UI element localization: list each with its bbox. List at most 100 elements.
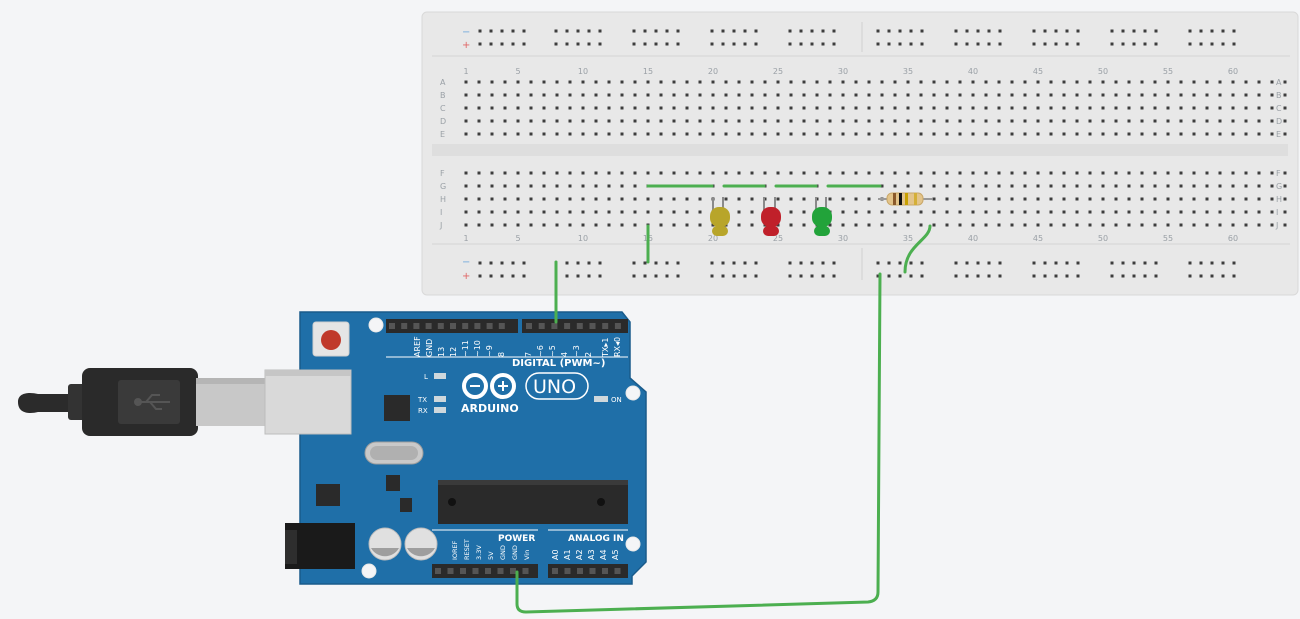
breadboard-hole[interactable] xyxy=(1049,106,1053,110)
header-pin[interactable] xyxy=(552,568,558,574)
breadboard-hole[interactable] xyxy=(1075,171,1079,175)
breadboard-hole[interactable] xyxy=(516,93,520,97)
breadboard-hole[interactable] xyxy=(542,197,546,201)
rail-hole[interactable] xyxy=(489,274,493,278)
breadboard-hole[interactable] xyxy=(1153,171,1157,175)
breadboard-hole[interactable] xyxy=(724,132,728,136)
breadboard-hole[interactable] xyxy=(1153,119,1157,123)
breadboard-hole[interactable] xyxy=(529,80,533,84)
breadboard-hole[interactable] xyxy=(880,93,884,97)
breadboard-hole[interactable] xyxy=(1088,223,1092,227)
rail-hole[interactable] xyxy=(511,29,515,33)
rail-hole[interactable] xyxy=(1221,274,1225,278)
breadboard-hole[interactable] xyxy=(1140,223,1144,227)
breadboard-hole[interactable] xyxy=(542,171,546,175)
breadboard-hole[interactable] xyxy=(776,132,780,136)
breadboard-hole[interactable] xyxy=(581,93,585,97)
header-pin[interactable] xyxy=(497,568,504,574)
breadboard-hole[interactable] xyxy=(984,197,988,201)
breadboard-hole[interactable] xyxy=(1010,184,1014,188)
breadboard-hole[interactable] xyxy=(633,132,637,136)
breadboard-hole[interactable] xyxy=(568,132,572,136)
breadboard-hole[interactable] xyxy=(1088,210,1092,214)
rail-hole[interactable] xyxy=(1221,29,1225,33)
breadboard-hole[interactable] xyxy=(1205,171,1209,175)
wire-gnd-to-rail[interactable] xyxy=(515,272,882,614)
breadboard-hole[interactable] xyxy=(867,119,871,123)
breadboard-hole[interactable] xyxy=(1231,171,1235,175)
breadboard-hole[interactable] xyxy=(477,197,481,201)
breadboard-hole[interactable] xyxy=(724,197,728,201)
breadboard-hole[interactable] xyxy=(1270,119,1274,123)
rail-hole[interactable] xyxy=(876,42,880,46)
breadboard-hole[interactable] xyxy=(685,93,689,97)
breadboard-hole[interactable] xyxy=(1075,106,1079,110)
breadboard-hole[interactable] xyxy=(698,93,702,97)
breadboard-hole[interactable] xyxy=(646,80,650,84)
rail-hole[interactable] xyxy=(810,261,814,265)
breadboard-hole[interactable] xyxy=(932,184,936,188)
rail-hole[interactable] xyxy=(1154,274,1158,278)
breadboard-hole[interactable] xyxy=(1179,132,1183,136)
rail-hole[interactable] xyxy=(898,274,902,278)
header-pin[interactable] xyxy=(498,323,505,329)
breadboard-hole[interactable] xyxy=(1283,210,1287,214)
breadboard-hole[interactable] xyxy=(529,171,533,175)
rail-hole[interactable] xyxy=(478,274,482,278)
header-pin[interactable] xyxy=(577,568,583,574)
breadboard-hole[interactable] xyxy=(672,93,676,97)
breadboard-hole[interactable] xyxy=(867,210,871,214)
breadboard-hole[interactable] xyxy=(503,223,507,227)
rail-hole[interactable] xyxy=(965,29,969,33)
breadboard-hole[interactable] xyxy=(1088,93,1092,97)
breadboard-hole[interactable] xyxy=(737,223,741,227)
breadboard-hole[interactable] xyxy=(529,184,533,188)
breadboard-hole[interactable] xyxy=(568,184,572,188)
rail-hole[interactable] xyxy=(1188,274,1192,278)
breadboard-hole[interactable] xyxy=(1205,184,1209,188)
rail-hole[interactable] xyxy=(522,29,526,33)
breadboard-hole[interactable] xyxy=(1205,210,1209,214)
breadboard-hole[interactable] xyxy=(737,210,741,214)
breadboard-hole[interactable] xyxy=(1218,223,1222,227)
breadboard-hole[interactable] xyxy=(802,210,806,214)
breadboard-hole[interactable] xyxy=(763,80,767,84)
breadboard-hole[interactable] xyxy=(750,119,754,123)
rail-hole[interactable] xyxy=(1210,274,1214,278)
breadboard-hole[interactable] xyxy=(1231,132,1235,136)
rail-hole[interactable] xyxy=(965,274,969,278)
breadboard-hole[interactable] xyxy=(581,106,585,110)
breadboard-hole[interactable] xyxy=(997,171,1001,175)
breadboard-hole[interactable] xyxy=(776,171,780,175)
rail-hole[interactable] xyxy=(554,42,558,46)
breadboard-hole[interactable] xyxy=(1192,119,1196,123)
breadboard-hole[interactable] xyxy=(646,106,650,110)
breadboard-hole[interactable] xyxy=(893,132,897,136)
breadboard-hole[interactable] xyxy=(581,184,585,188)
rail-hole[interactable] xyxy=(799,42,803,46)
led-red[interactable] xyxy=(761,197,781,236)
rail-hole[interactable] xyxy=(665,261,669,265)
rail-hole[interactable] xyxy=(710,261,714,265)
breadboard-hole[interactable] xyxy=(1010,106,1014,110)
rail-hole[interactable] xyxy=(1032,274,1036,278)
breadboard-hole[interactable] xyxy=(945,93,949,97)
breadboard-hole[interactable] xyxy=(568,119,572,123)
rail-hole[interactable] xyxy=(1121,29,1125,33)
breadboard-hole[interactable] xyxy=(1114,132,1118,136)
breadboard-hole[interactable] xyxy=(1166,171,1170,175)
breadboard-hole[interactable] xyxy=(711,93,715,97)
breadboard-hole[interactable] xyxy=(841,210,845,214)
breadboard-hole[interactable] xyxy=(1270,223,1274,227)
rail-hole[interactable] xyxy=(876,29,880,33)
rail-hole[interactable] xyxy=(987,42,991,46)
rail-hole[interactable] xyxy=(598,42,602,46)
breadboard-hole[interactable] xyxy=(880,80,884,84)
breadboard-hole[interactable] xyxy=(1114,106,1118,110)
breadboard-hole[interactable] xyxy=(581,171,585,175)
rail-hole[interactable] xyxy=(587,29,591,33)
rail-hole[interactable] xyxy=(821,29,825,33)
breadboard-hole[interactable] xyxy=(1101,184,1105,188)
breadboard-hole[interactable] xyxy=(607,210,611,214)
breadboard-hole[interactable] xyxy=(555,119,559,123)
